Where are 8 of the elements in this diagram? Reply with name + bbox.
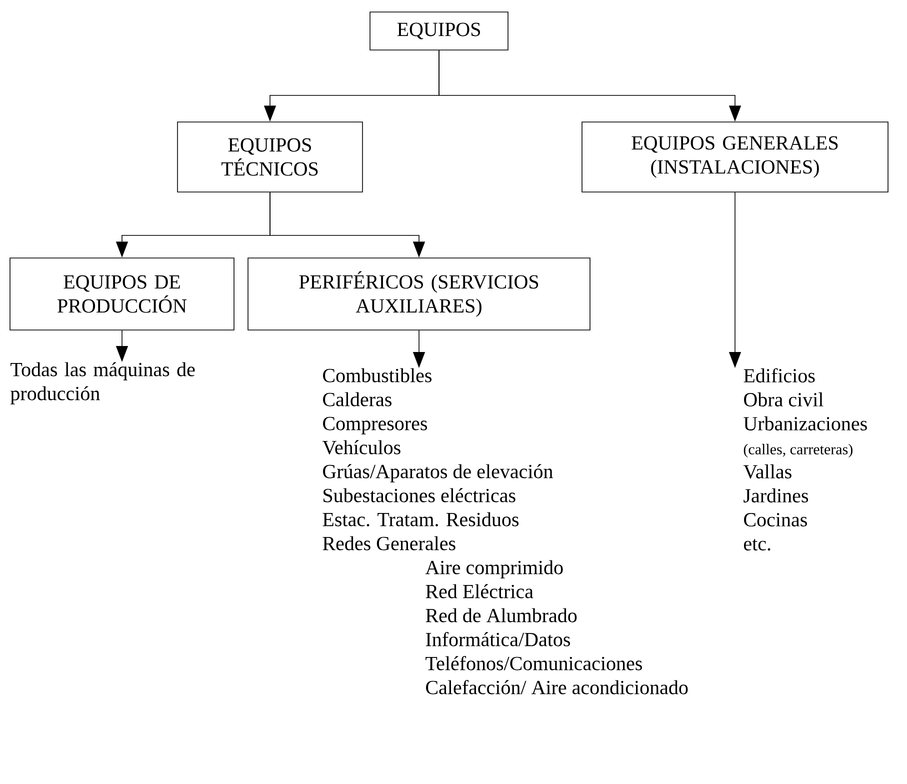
- item-list: Todas las máquinas de producción: [10, 362, 195, 404]
- category-box: EQUIPOS GENERALES (INSTALACIONES): [582, 122, 888, 192]
- category-box: EQUIPOS TÉCNICOS: [177, 122, 363, 192]
- category-box: EQUIPOS: [370, 12, 508, 50]
- item-list: Edificios Obra civil Urbanizaciones (calles, carreteras) Vallas Jardines Cocinas etc.: [743, 368, 867, 551]
- category-box: EQUIPOS DE PRODUCCIÓN: [10, 258, 234, 330]
- category-box: PERIFÉRICOS (SERVICIOS AUXILIARES): [248, 258, 590, 330]
- item-list: Combustibles Calderas Compresores Vehículos Grúas/Aparatos de elevación Subestaciones eléctricas Estac. Tratam. Residuos Redes Generales Aire comprimido Red Eléctrica Red de Alumbrado Informática/Datos Teléfonos/Comunicaciones Calefacción/ Aire acondicionado: [322, 368, 688, 694]
